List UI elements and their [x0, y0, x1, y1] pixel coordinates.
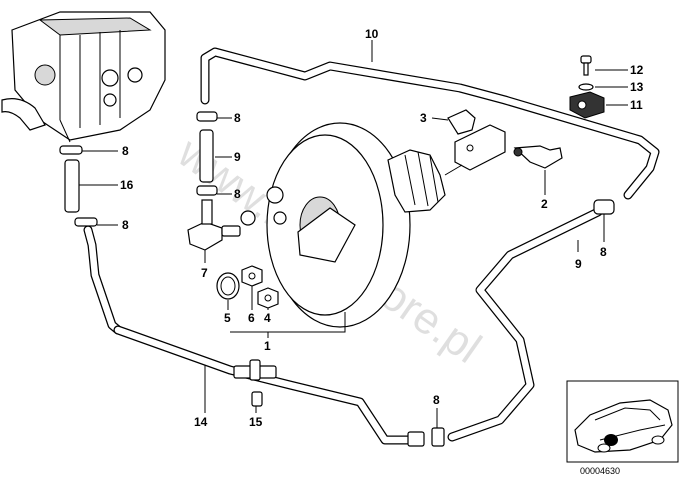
- callout-6: 6: [248, 311, 255, 325]
- hose-9-upper: [196, 111, 218, 196]
- o-ring-5: [216, 272, 240, 300]
- nut-6: [241, 265, 263, 287]
- callout-8-upper-hose-top: 8: [234, 111, 241, 125]
- clevis-3: [444, 109, 506, 176]
- callout-15: 15: [249, 415, 263, 429]
- reference-number: 00004630: [580, 466, 620, 476]
- callout-2: 2: [541, 197, 548, 211]
- callout-5: 5: [224, 311, 231, 325]
- hose-16: [59, 145, 98, 227]
- callout-4: 4: [264, 311, 271, 325]
- callout-14: 14: [194, 415, 208, 429]
- callout-9-right-hose: 9: [575, 257, 582, 271]
- location-marker: [604, 434, 618, 446]
- callout-7: 7: [201, 266, 208, 280]
- callout-8-bottom: 8: [433, 393, 440, 407]
- callout-3: 3: [420, 111, 427, 125]
- bracket-11-12-13: [569, 55, 605, 119]
- leader-lines: [79, 40, 628, 428]
- callout-16: 16: [120, 178, 134, 192]
- callout-8-right: 8: [600, 245, 607, 259]
- callout-8-left-bottom: 8: [122, 218, 129, 232]
- pin-2: [513, 145, 563, 169]
- nut-4: [257, 287, 279, 309]
- callout-10: 10: [365, 27, 379, 41]
- callout-8-left-top: 8: [122, 144, 129, 158]
- callout-1: 1: [264, 339, 271, 353]
- callout-12: 12: [630, 63, 644, 77]
- callout-8-upper-hose-bottom: 8: [234, 187, 241, 201]
- car-location-inset: [566, 380, 679, 463]
- callout-11: 11: [630, 98, 643, 112]
- callout-9-upper-hose: 9: [234, 150, 241, 164]
- callout-13: 13: [630, 80, 644, 94]
- intake-manifold: [1, 11, 166, 143]
- check-valve-7: [187, 199, 256, 251]
- brake-booster-1: [266, 122, 446, 328]
